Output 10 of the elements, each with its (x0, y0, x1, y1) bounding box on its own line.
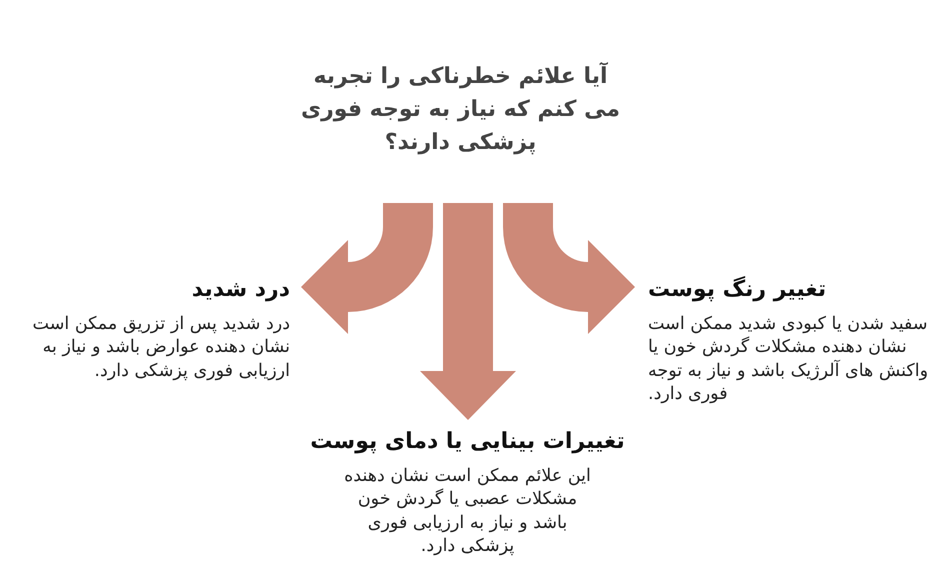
heading: تغییر رنگ پوست (648, 276, 828, 304)
question-text: آیا علائم خطرناکی را تجربه می کنم که نیاز به توجه فوری پزشکی دارند؟ (300, 61, 622, 157)
heading: تغییرات بینایی یا دمای پوست (309, 428, 626, 456)
description-text: درد شدید پس از تزریق ممکن است نشان دهنده عوارض باشد و نیاز به ارزیابی فوری پزشکی دارد. (32, 312, 290, 383)
block-arrow (420, 203, 516, 420)
block-arrow (503, 203, 635, 334)
description-text: این علائم ممکن است نشان دهنده مشکلات عصبی یا گردش خون باشد و نیاز به ارزیابی فوری پزشکی دارد. (343, 464, 592, 558)
heading: درد شدید (190, 276, 290, 304)
description-text: سفید شدن یا کبودی شدید ممکن است نشان دهنده مشکلات گردش خون یا واکنش های آلرژیک باشد و نیاز به توجه فوری دارد. (648, 312, 930, 406)
block-arrow (301, 203, 433, 334)
